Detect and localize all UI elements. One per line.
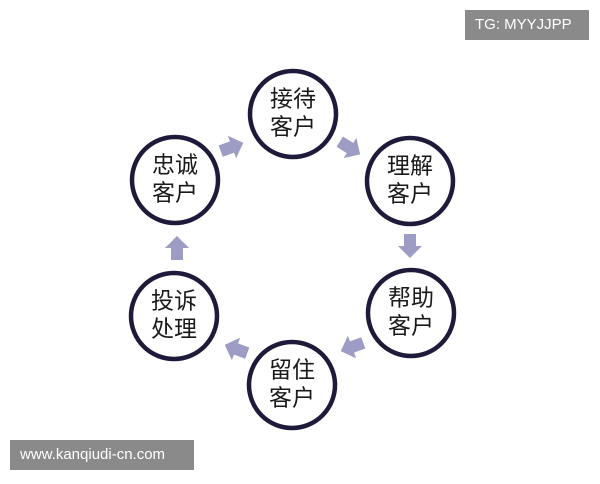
flow-arrow-complaint-to-loyal — [165, 236, 189, 260]
flow-arrow-help-to-retain — [340, 335, 366, 359]
node-label-line2: 客户 — [270, 115, 316, 141]
cycle-node-complaint: 投诉 处理 — [128, 270, 220, 362]
node-circle — [246, 339, 338, 431]
node-label-line1: 帮助 — [388, 286, 434, 312]
cycle-node-loyal: 忠诚 客户 — [129, 134, 221, 226]
node-circle — [129, 134, 221, 226]
node-label-line2: 客户 — [269, 386, 315, 412]
node-label-line1: 留住 — [269, 358, 315, 384]
node-circle — [364, 135, 456, 227]
node-label-line1: 投诉 — [151, 289, 197, 315]
node-label-line2: 客户 — [152, 181, 198, 207]
node-label-line1: 理解 — [387, 154, 433, 180]
node-label-line1: 忠诚 — [152, 153, 198, 179]
node-circle — [365, 267, 457, 359]
node-label-line2: 处理 — [151, 317, 197, 343]
watermark-bottom-left: www.kanqiudi-cn.com — [10, 440, 194, 470]
flow-arrow-loyal-to-reception — [218, 135, 244, 159]
flow-arrow-reception-to-understand — [336, 136, 361, 159]
node-label-line1: 接待 — [270, 87, 316, 113]
cycle-node-reception: 接待 客户 — [247, 68, 339, 160]
cycle-node-retain: 留住 客户 — [246, 339, 338, 431]
node-label-line2: 客户 — [388, 314, 434, 340]
node-circle — [128, 270, 220, 362]
flow-arrow-retain-to-complaint — [224, 337, 250, 361]
node-circle — [247, 68, 339, 160]
cycle-node-help: 帮助 客户 — [365, 267, 457, 359]
node-label-line2: 客户 — [387, 182, 433, 208]
flow-arrows — [165, 135, 422, 361]
flow-arrow-understand-to-help — [398, 234, 422, 258]
cycle-node-understand: 理解 客户 — [364, 135, 456, 227]
watermark-top-right: TG: MYYJJPP — [465, 10, 589, 40]
